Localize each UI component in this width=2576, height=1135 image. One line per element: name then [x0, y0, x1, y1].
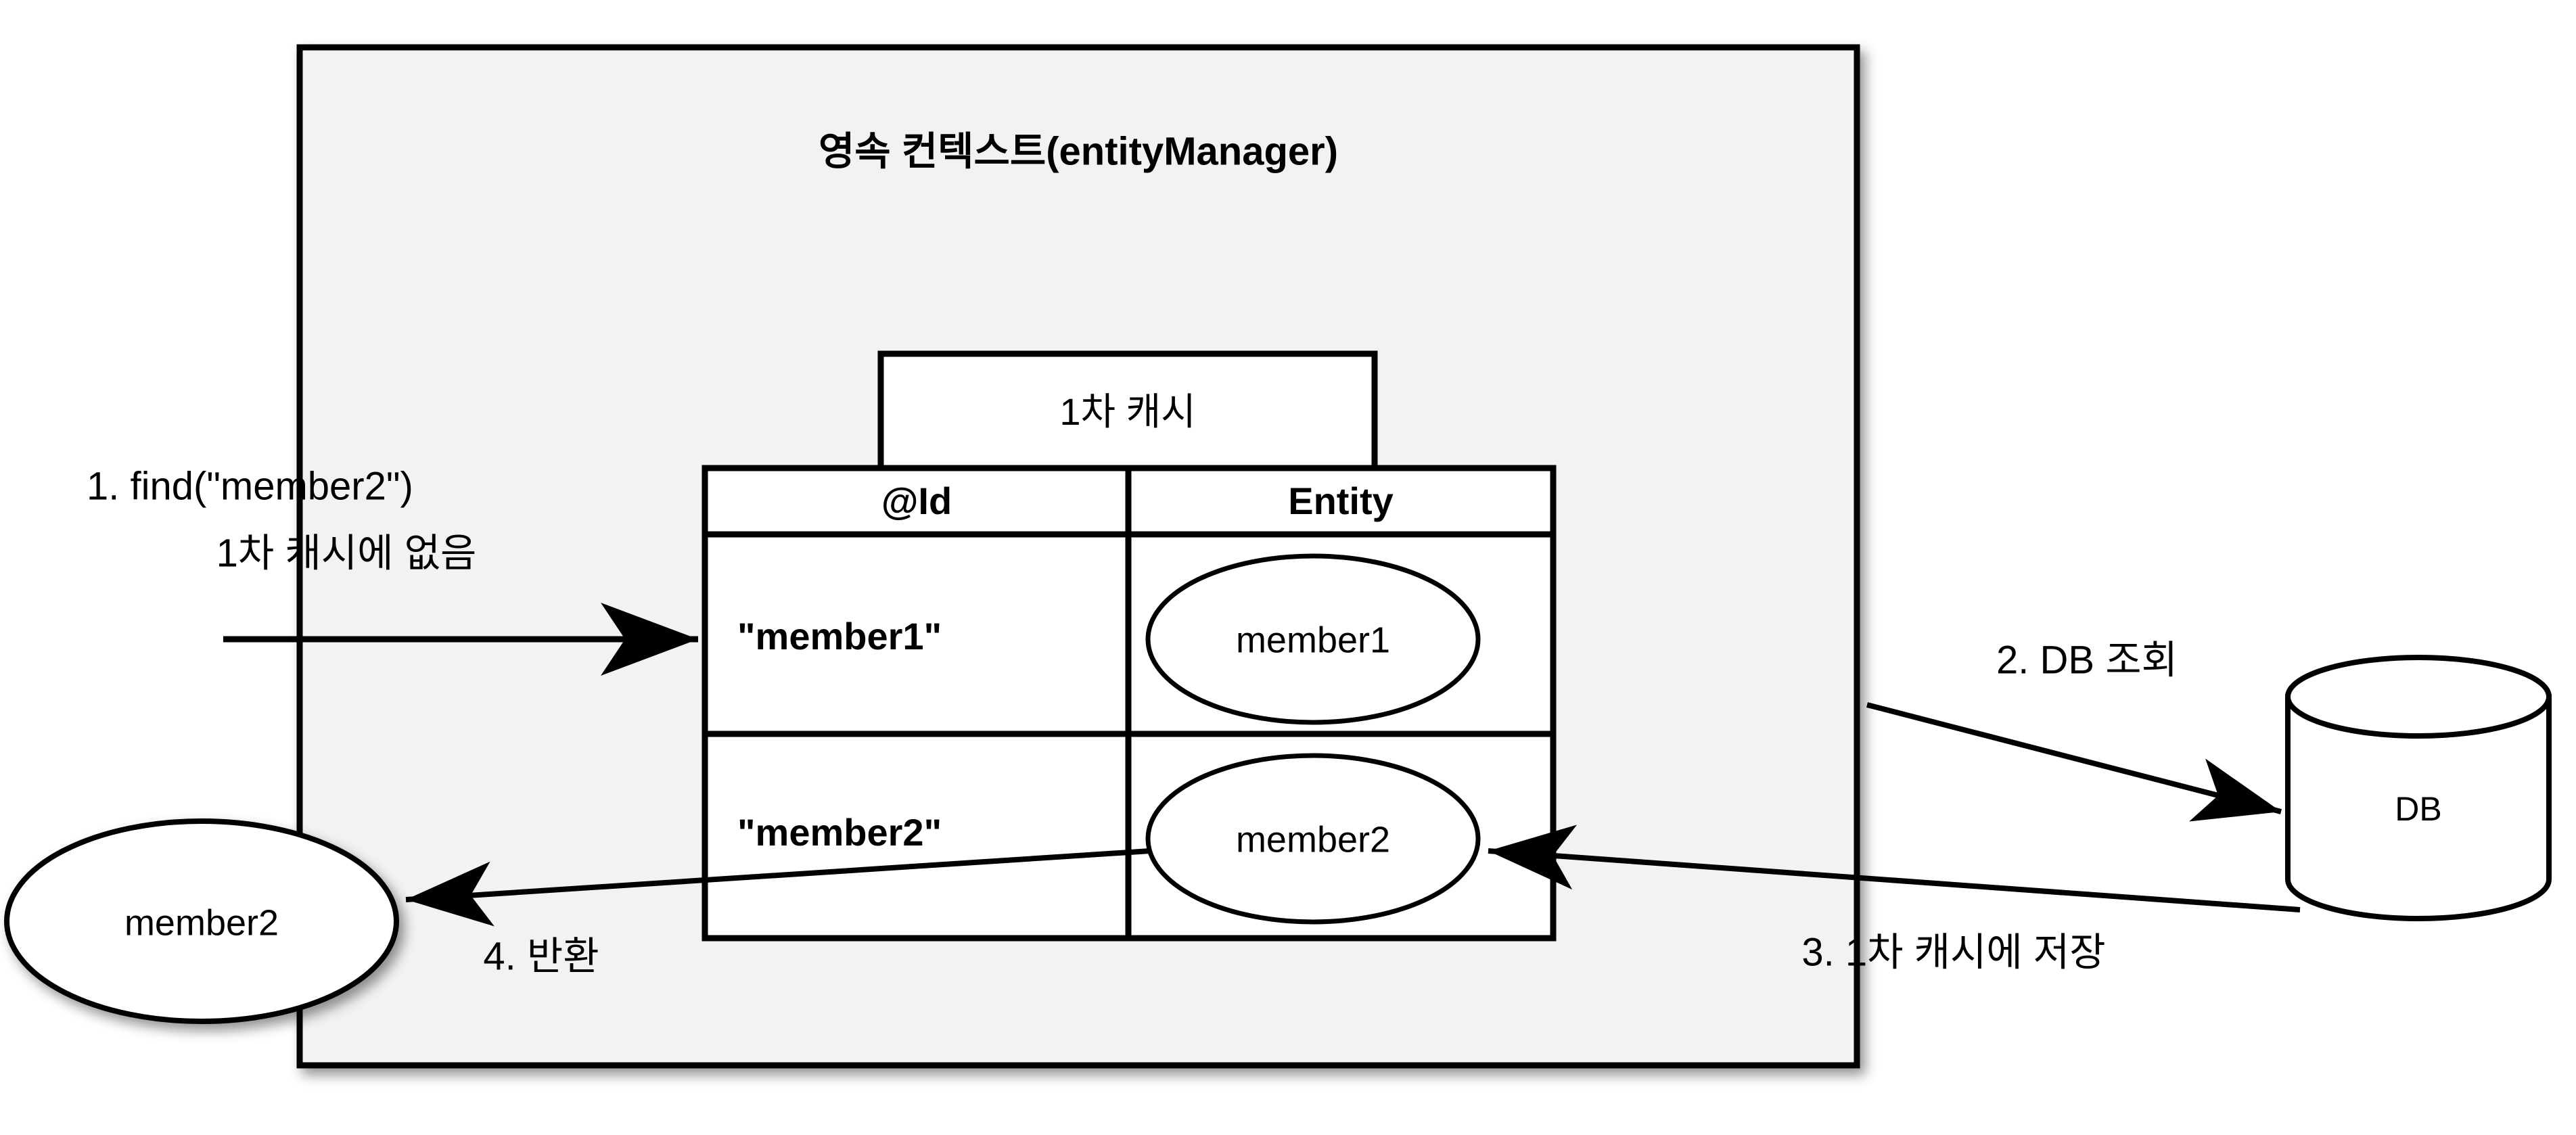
- entity-label-member2: member2: [1236, 819, 1390, 860]
- returned-entity-label: member2: [124, 902, 279, 943]
- cache-tab-box: [877, 350, 1378, 473]
- cache-row-id-member1: "member1": [737, 615, 942, 657]
- arrow-step-4-return: [405, 848, 1151, 927]
- cache-table-row: "member1" member1: [737, 553, 1481, 725]
- cache-table-column-header-entity: Entity: [1288, 480, 1394, 522]
- step-1-label: 1. find("member2") 1차 캐시에 없음: [87, 464, 476, 575]
- arrow-step-2-db-query: [1866, 702, 2282, 822]
- cache-table-row: "member2" member2: [737, 753, 1481, 925]
- database-label: DB: [2395, 790, 2441, 828]
- step-3-label: 3. 1차 캐시에 저장: [1801, 930, 2105, 974]
- step-4-label: 4. 반환: [483, 934, 599, 978]
- returned-entity-ellipse: [4, 818, 399, 1024]
- arrow-step-3-store-in-cache: [1488, 825, 2301, 912]
- first-level-cache-tab: 1차 캐시: [877, 350, 1378, 473]
- step-2-label: 2. DB 조회: [1996, 638, 2178, 682]
- cache-table-column-header-id: @Id: [881, 480, 952, 522]
- step-1-line-1: 1. find("member2"): [87, 464, 413, 508]
- database-top-ellipse: [2285, 655, 2552, 739]
- returned-entity-node: member2: [4, 818, 399, 1024]
- database-body: [2285, 694, 2552, 921]
- cache-row-id-member2: "member2": [737, 811, 942, 854]
- entity-ellipse-member1: [1145, 553, 1481, 725]
- step-1-line-2: 1차 캐시에 없음: [216, 531, 477, 575]
- entity-ellipse-member2: [1145, 753, 1481, 925]
- cache-tab-label: 1차 캐시: [1059, 390, 1195, 433]
- persistence-context-title: 영속 컨텍스트(entityManager): [819, 129, 1338, 173]
- entity-label-member1: member1: [1236, 620, 1390, 660]
- first-level-cache-table: @Id Entity "member1" member1 "member2" m…: [702, 465, 1557, 942]
- database-cylinder: DB: [2285, 655, 2552, 921]
